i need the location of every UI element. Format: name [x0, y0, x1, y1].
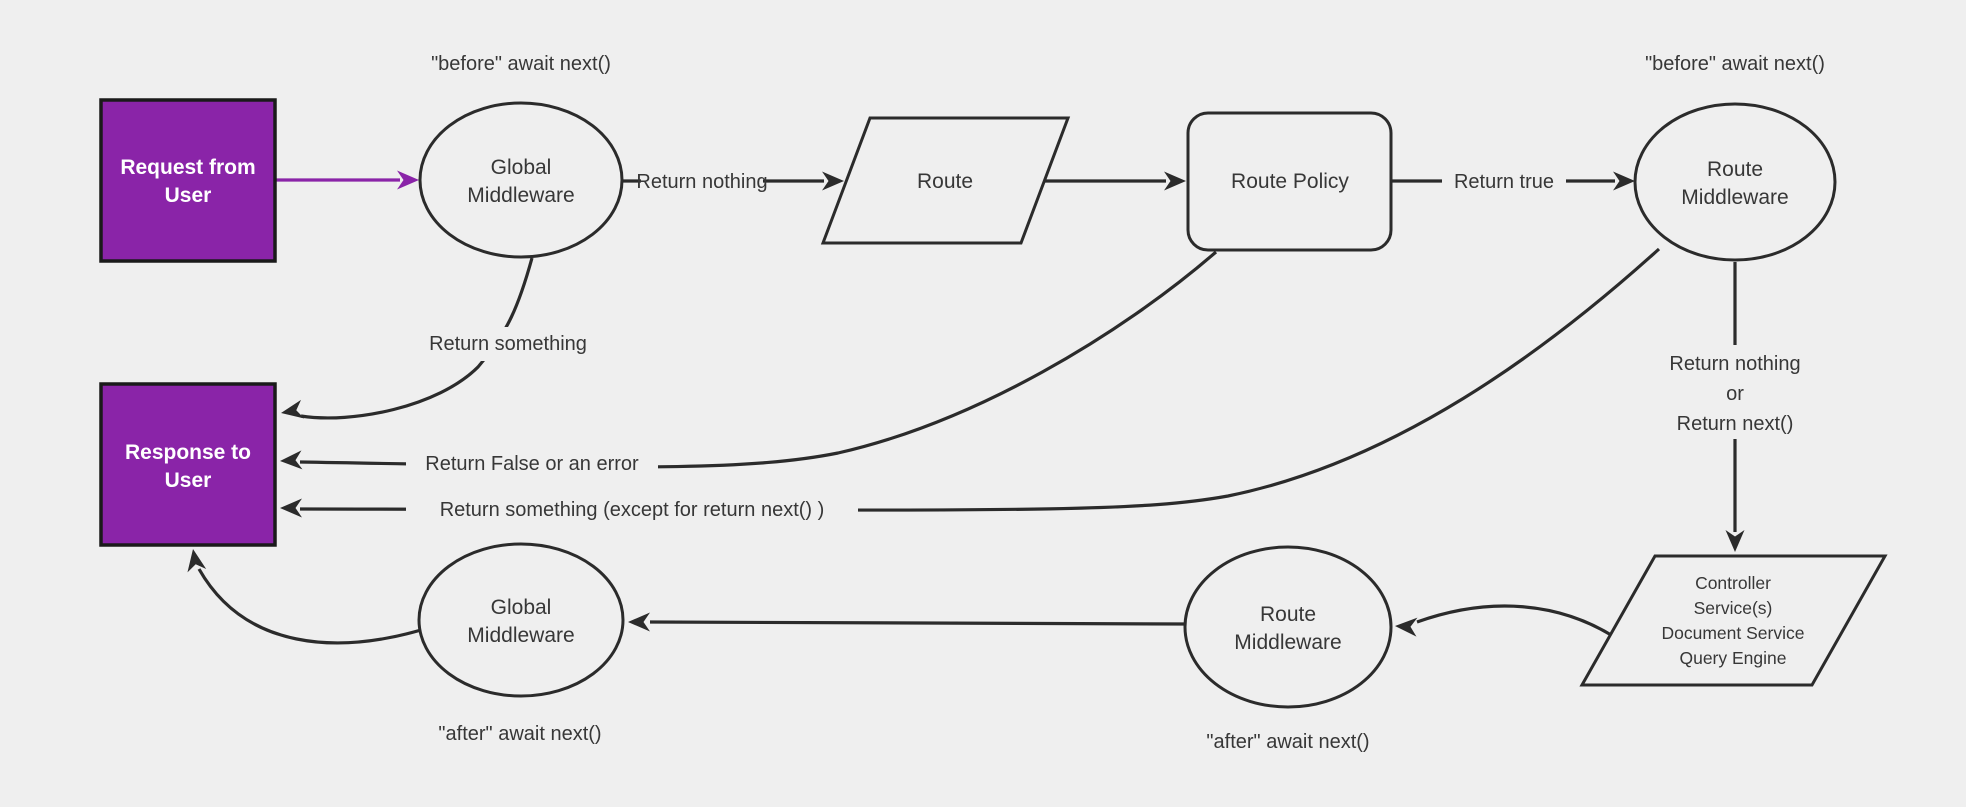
arrowhead [279, 450, 303, 471]
edge-label-return-nothing-or-3: Return next() [1677, 413, 1794, 435]
arrowhead [1613, 171, 1635, 191]
ellipse-shape [417, 542, 625, 698]
node-label: User [165, 184, 212, 207]
node-label: Route [1260, 603, 1316, 626]
node-route-middleware-bottom: Route Middleware [1183, 545, 1393, 709]
arrowhead [1725, 530, 1745, 552]
node-global-middleware-bottom: Global Middleware [417, 542, 625, 698]
edge-label-return-false-or-error: Return False or an error [425, 453, 639, 475]
arrowhead [280, 498, 302, 518]
node-label: Middleware [467, 624, 574, 647]
edge-route-mw-bottom-to-global-mw-bottom [649, 620, 1186, 626]
edge-label-before-await-next-left: "before" await next() [431, 53, 611, 75]
arrowhead [822, 171, 844, 191]
arrowhead [397, 170, 419, 190]
node-response-to-user: Response to User [99, 382, 277, 547]
arrowhead [279, 399, 305, 423]
node-route-policy: Route Policy [1186, 111, 1393, 252]
node-controller-services: Controller Service(s) Document Service Q… [1579, 554, 1888, 687]
node-label: Middleware [467, 184, 574, 207]
ellipse-shape [418, 101, 624, 259]
node-route: Route [820, 116, 1071, 245]
edge-label-after-await-next-right: "after" await next() [1206, 731, 1369, 753]
edge-label-return-something: Return something [429, 333, 587, 355]
node-label: Middleware [1234, 631, 1341, 654]
node-label: Response to [125, 441, 251, 464]
edge-label-backgrounds [406, 165, 1834, 524]
node-label: Document Service [1662, 623, 1805, 643]
ellipse-shape [1183, 545, 1393, 709]
node-label: Route Policy [1231, 170, 1349, 193]
node-label: Controller [1695, 573, 1771, 593]
arrowhead [1394, 616, 1418, 637]
node-request-from-user: Request from User [99, 98, 277, 263]
ellipse-shape [1633, 102, 1837, 262]
node-label: User [165, 469, 212, 492]
edge-label-return-true: Return true [1454, 171, 1554, 193]
edge-label-return-nothing-top: Return nothing [636, 171, 767, 193]
node-label: Middleware [1681, 186, 1788, 209]
request-box [99, 98, 277, 263]
node-route-middleware-top: Route Middleware [1633, 102, 1837, 262]
node-label: Route [917, 170, 973, 193]
node-label: Request from [120, 156, 255, 179]
node-label: Global [491, 596, 552, 619]
edge-controller-to-route-mw-bottom [1416, 604, 1617, 640]
edge-label-return-nothing-or-2: or [1726, 383, 1744, 405]
node-label: Service(s) [1694, 598, 1773, 618]
edge-label-return-something-except: Return something (except for return next… [440, 499, 825, 521]
response-box [99, 382, 277, 547]
edge-label-before-await-next-right: "before" await next() [1645, 53, 1825, 75]
node-label: Query Engine [1679, 648, 1786, 668]
node-label: Route [1707, 158, 1763, 181]
edge-label-after-await-next-left: "after" await next() [438, 723, 601, 745]
edge-label-return-nothing-or-1: Return nothing [1669, 353, 1800, 375]
edge-global-mw-bottom-to-response [197, 568, 422, 645]
arrowhead [1164, 171, 1186, 191]
edge-global-mw-return-something [300, 257, 534, 420]
arrowhead [628, 612, 650, 632]
parallelogram-shape [820, 116, 1071, 245]
arrowhead [183, 547, 207, 573]
node-global-middleware-top: Global Middleware [418, 101, 624, 259]
node-label: Global [491, 156, 552, 179]
rounded-rect-shape [1186, 111, 1393, 252]
edge-labels: "before" await next() "before" await nex… [425, 53, 1825, 753]
parallelogram-shape [1579, 554, 1888, 687]
